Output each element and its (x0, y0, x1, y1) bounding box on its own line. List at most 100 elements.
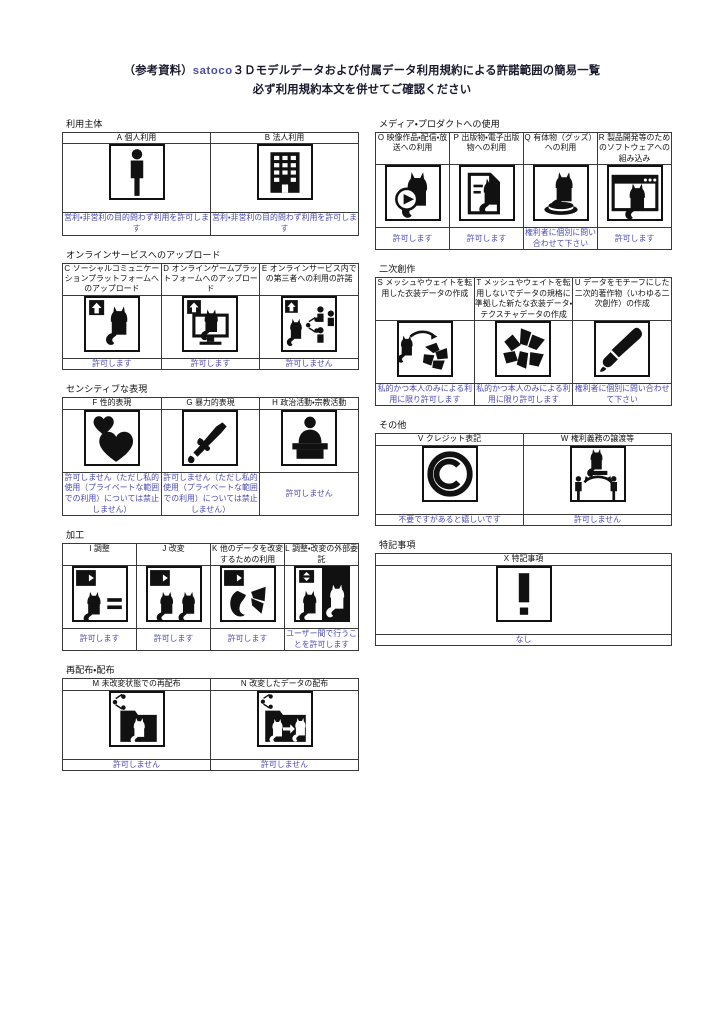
table-icon-row (62, 294, 359, 359)
item-code: W (560, 434, 569, 444)
table-icon-row (375, 564, 672, 635)
item-code: M (92, 679, 100, 689)
item-header-a: A 個人利用 (62, 131, 211, 145)
item-icon-cell-m (62, 689, 211, 760)
table-icon-row (375, 320, 672, 385)
item-header-x: X 特記事項 (375, 553, 672, 566)
item-label: 特記事項 (511, 554, 544, 564)
item-code: C (64, 263, 71, 273)
table-result-row: なし (375, 633, 672, 647)
table-result-row: 許可しません（ただし私的使用（プライベートな範囲での利用）については禁止しません… (62, 471, 359, 517)
title-suffix: ３Ｄモデルデータおよび付属データ利用規約による許諾範囲の簡易一覧 (232, 65, 601, 77)
item-code: U (574, 278, 581, 288)
share-folder-cat-icon (108, 690, 165, 747)
table-result-row: 不要ですがあると嬉しいです許可しません (375, 513, 672, 527)
item-result-m: 許可しません (62, 758, 211, 772)
item-header-f: F 性的表現 (62, 397, 162, 410)
item-code: N (240, 679, 247, 689)
arrow-cat-equal-icon (71, 566, 128, 622)
item-label: オンラインサービス内での第三者への利用の許諾 (265, 263, 357, 283)
section-heading: メディア・プロダクトへの使用 (379, 119, 500, 129)
item-result-b: 営利・非営利の目的問わず利用を許可します (210, 212, 359, 236)
item-icon-cell-a (62, 143, 211, 214)
title-line-2: 必ず利用規約本文を併せてご確認ください (252, 84, 472, 96)
table-result-row: 許可します許可します許可しますユーザー間で行うことを許可します (62, 627, 359, 652)
cat-to-cloth-icon (396, 321, 453, 378)
upload-share-cat-icon (281, 295, 338, 352)
item-header-w: W 権利義務の譲渡等 (523, 433, 672, 446)
item-icon-cell-u (572, 320, 672, 385)
item-header-h: H 政治活動・宗教活動 (259, 397, 359, 410)
item-header-c: C ソーシャルコミュニケーションプラットフォームへのアップロード (62, 262, 162, 296)
item-label: クレジット表記 (425, 434, 482, 444)
item-label: 改変したデータの配布 (249, 679, 329, 689)
item-result-k: 許可します (210, 627, 285, 652)
item-icon-cell-d (160, 294, 261, 359)
item-code: I (89, 544, 92, 554)
item-result-s: 私的かつ本人のみによる利用に限り許可します (375, 383, 475, 407)
item-result-w: 許可しません (523, 513, 672, 527)
item-label: メッシュやウェイトを転用しないでデータの規格に準拠した新たな衣装データ・テクスチ… (474, 278, 573, 319)
section-heading: 再配布・配布 (66, 665, 115, 676)
item-header-n: N 改変したデータの配布 (210, 678, 359, 691)
page-cat-icon (458, 165, 515, 222)
section-heading: 特記事項 (379, 540, 416, 551)
item-result-h: 許可しません (259, 471, 359, 517)
item-icon-cell-x (375, 564, 672, 635)
item-label: メッシュやウェイトを転用した衣装データの作成 (381, 278, 473, 298)
podium-speaker-icon (281, 409, 338, 466)
item-label: 改変 (168, 544, 185, 554)
item-result-e: 許可しません (259, 357, 359, 371)
item-header-j: J 改変 (136, 543, 211, 566)
window-cat-icon (606, 165, 663, 222)
item-code: E (261, 263, 268, 273)
item-code: H (272, 398, 279, 408)
item-icon-cell-e (259, 294, 359, 359)
section-heading: センシティブな表現 (66, 384, 148, 395)
item-result-v: 不要ですがあると嬉しいです (375, 513, 524, 527)
item-icon-cell-w (523, 444, 672, 515)
section-heading: 加工 (66, 530, 85, 541)
item-icon-cell-o (375, 164, 450, 229)
item-label: ソーシャルコミュニケーションプラットフォームへのアップロード (64, 263, 160, 294)
section-heading: 利用主体 (66, 119, 103, 129)
table-icon-row (62, 143, 359, 214)
cloth-pieces-icon (495, 321, 552, 378)
item-label: 他のデータを改変するための利用 (219, 544, 283, 564)
item-icon-cell-s (375, 320, 475, 385)
item-code: V (417, 434, 424, 444)
item-icon-cell-j (136, 565, 211, 629)
item-result-o: 許可します (375, 227, 450, 251)
item-label: オンラインゲームプラットフォームへのアップロード (163, 263, 258, 294)
item-result-d: 許可します (160, 357, 261, 371)
table-result-row: 許可します許可します権利者に個別に問い合わせて下さい許可します (375, 227, 672, 251)
item-icon-cell-k (210, 565, 285, 629)
item-result-l: ユーザー間で行うことを許可します (284, 627, 359, 652)
item-code: P (453, 133, 460, 142)
item-code: S (377, 278, 384, 288)
item-result-x: なし (375, 633, 672, 647)
permission-table: V クレジット表記 W 権利義務の譲渡等不要ですがあると嬉しいです許可しません (375, 433, 672, 527)
permission-table: X 特記事項なし (375, 553, 672, 647)
table-header-row: V クレジット表記 W 権利義務の譲渡等 (375, 433, 672, 446)
item-label: 性的表現 (99, 398, 132, 408)
item-label: 有体物（グッズ）への利用 (533, 133, 597, 153)
item-result-n: 許可しません (210, 758, 359, 772)
item-header-o: O 映像作品・配信・放送への利用 (375, 131, 450, 166)
item-result-a: 営利・非営利の目的問わず利用を許可します (62, 212, 211, 236)
item-header-m: M 未改変状態での再配布 (62, 678, 211, 691)
item-header-q: Q 有体物（グッズ）への利用 (523, 131, 598, 166)
building-icon (256, 144, 313, 201)
person-icon (108, 144, 165, 201)
share-folder-cats-arrow-icon (256, 690, 313, 747)
